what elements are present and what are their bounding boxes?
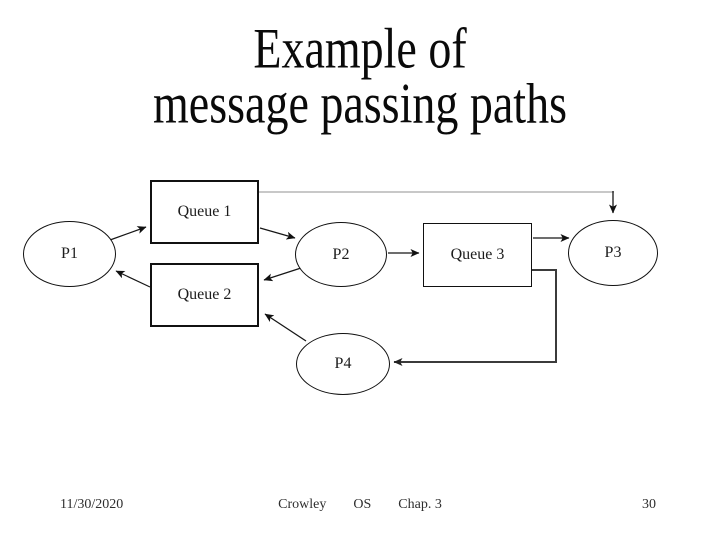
process-p1-ellipse: P1 (23, 221, 116, 287)
process-p4-ellipse: P4 (296, 333, 390, 395)
slide-title-line-1: Example of (253, 16, 467, 80)
footer-chapter: Chap. 3 (398, 497, 442, 512)
process-p3-ellipse: P3 (568, 220, 658, 286)
slide-title-line-2: message passing paths (153, 71, 567, 135)
queue1-label: Queue 1 (177, 203, 232, 220)
footer-date: 11/30/2020 (60, 497, 124, 512)
arrow-queue1-to-p2 (259, 227, 296, 240)
footer-author: Crowley (278, 497, 327, 512)
p1-label: P1 (61, 245, 78, 262)
p2-label: P2 (332, 245, 350, 263)
footer-course: OS (353, 497, 372, 512)
arrow-p1-to-queue1 (109, 226, 147, 241)
p3-label: P3 (604, 244, 622, 261)
queue1-box: Queue 1 (150, 180, 259, 244)
footer-center-group: Crowley OS Chap. 3 (0, 497, 720, 513)
arrow-queue2-to-p1 (115, 270, 151, 288)
queue3-label: Queue 3 (450, 246, 505, 263)
footer-slide-number: 30 (642, 497, 656, 512)
slide-title: Example of message passing paths (0, 16, 720, 135)
p4-label: P4 (334, 355, 352, 372)
arrow-p4-to-queue2 (264, 313, 307, 342)
queue3-box: Queue 3 (423, 223, 532, 287)
process-p2-ellipse: P2 (295, 222, 387, 287)
queue2-box: Queue 2 (150, 263, 259, 327)
arrow-p2-to-queue2 (263, 267, 302, 282)
queue2-label: Queue 2 (177, 286, 232, 303)
